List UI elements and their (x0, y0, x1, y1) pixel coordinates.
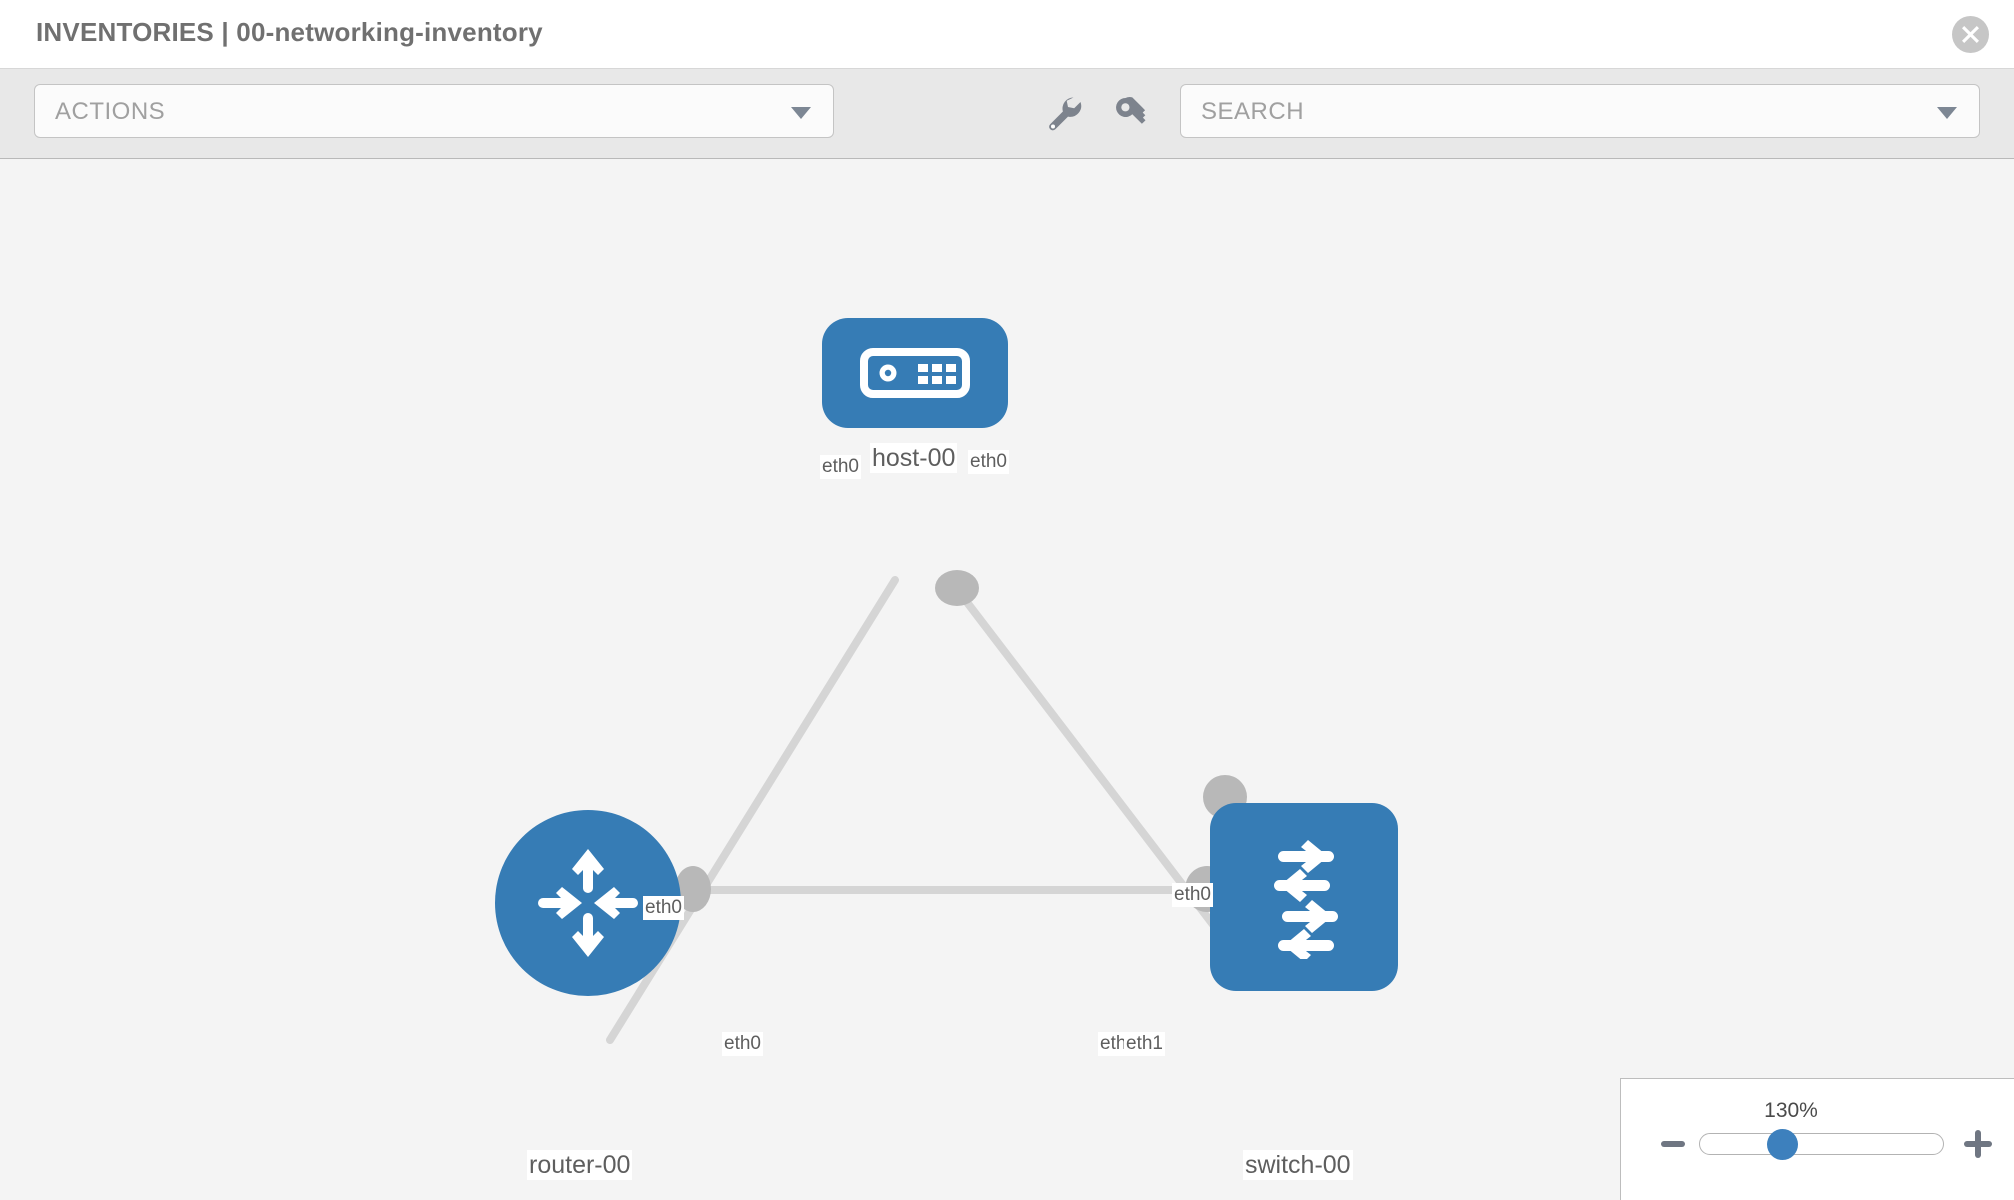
page-title: INVENTORIES | 00-networking-inventory (36, 17, 543, 47)
wrench-icon[interactable] (1042, 90, 1086, 134)
nub-host-bottom (935, 570, 979, 606)
switch-arrows-icon (1274, 840, 1338, 959)
actions-dropdown[interactable]: ACTIONS (34, 84, 834, 138)
iface-switch-up: eth0 (1172, 883, 1213, 907)
iface-host-right: eth0 (968, 450, 1009, 474)
iface-switch-left-eth1: eth1 (1124, 1032, 1165, 1056)
iface-host-left: eth0 (820, 455, 861, 479)
close-icon[interactable] (1952, 16, 1989, 53)
zoom-slider-track[interactable] (1699, 1133, 1944, 1155)
router-arrows-icon (538, 849, 638, 957)
server-icon (860, 348, 970, 398)
minus-icon[interactable] (1661, 1141, 1685, 1147)
topology-links (606, 576, 1244, 1044)
chevron-down-icon (791, 107, 811, 119)
key-icon[interactable] (1110, 90, 1154, 134)
node-router-00-label: router-00 (527, 1150, 633, 1180)
iface-router-right: eth0 (722, 1032, 763, 1056)
topology-canvas[interactable]: host-00 eth0 eth0 (0, 160, 2014, 1200)
chevron-down-icon (1937, 107, 1957, 119)
node-switch-00[interactable] (1210, 803, 1398, 991)
zoom-slider-thumb[interactable] (1767, 1129, 1798, 1160)
zoom-control-panel: 130% (1620, 1078, 2014, 1200)
plus-icon[interactable] (1964, 1130, 1992, 1158)
node-host-00-shape[interactable] (822, 318, 1008, 428)
page-header: INVENTORIES | 00-networking-inventory (0, 0, 2014, 69)
actions-dropdown-label: ACTIONS (55, 98, 166, 125)
search-placeholder: SEARCH (1201, 98, 1305, 125)
iface-router-up: eth0 (643, 896, 684, 920)
search-input[interactable]: SEARCH (1180, 84, 1980, 138)
zoom-percent-label: 130% (1764, 1099, 1818, 1122)
node-switch-00-label: switch-00 (1243, 1150, 1353, 1180)
node-host-00-label: host-00 (870, 443, 958, 473)
node-host-00[interactable] (822, 318, 1008, 428)
node-switch-00-shape[interactable] (1210, 803, 1398, 991)
